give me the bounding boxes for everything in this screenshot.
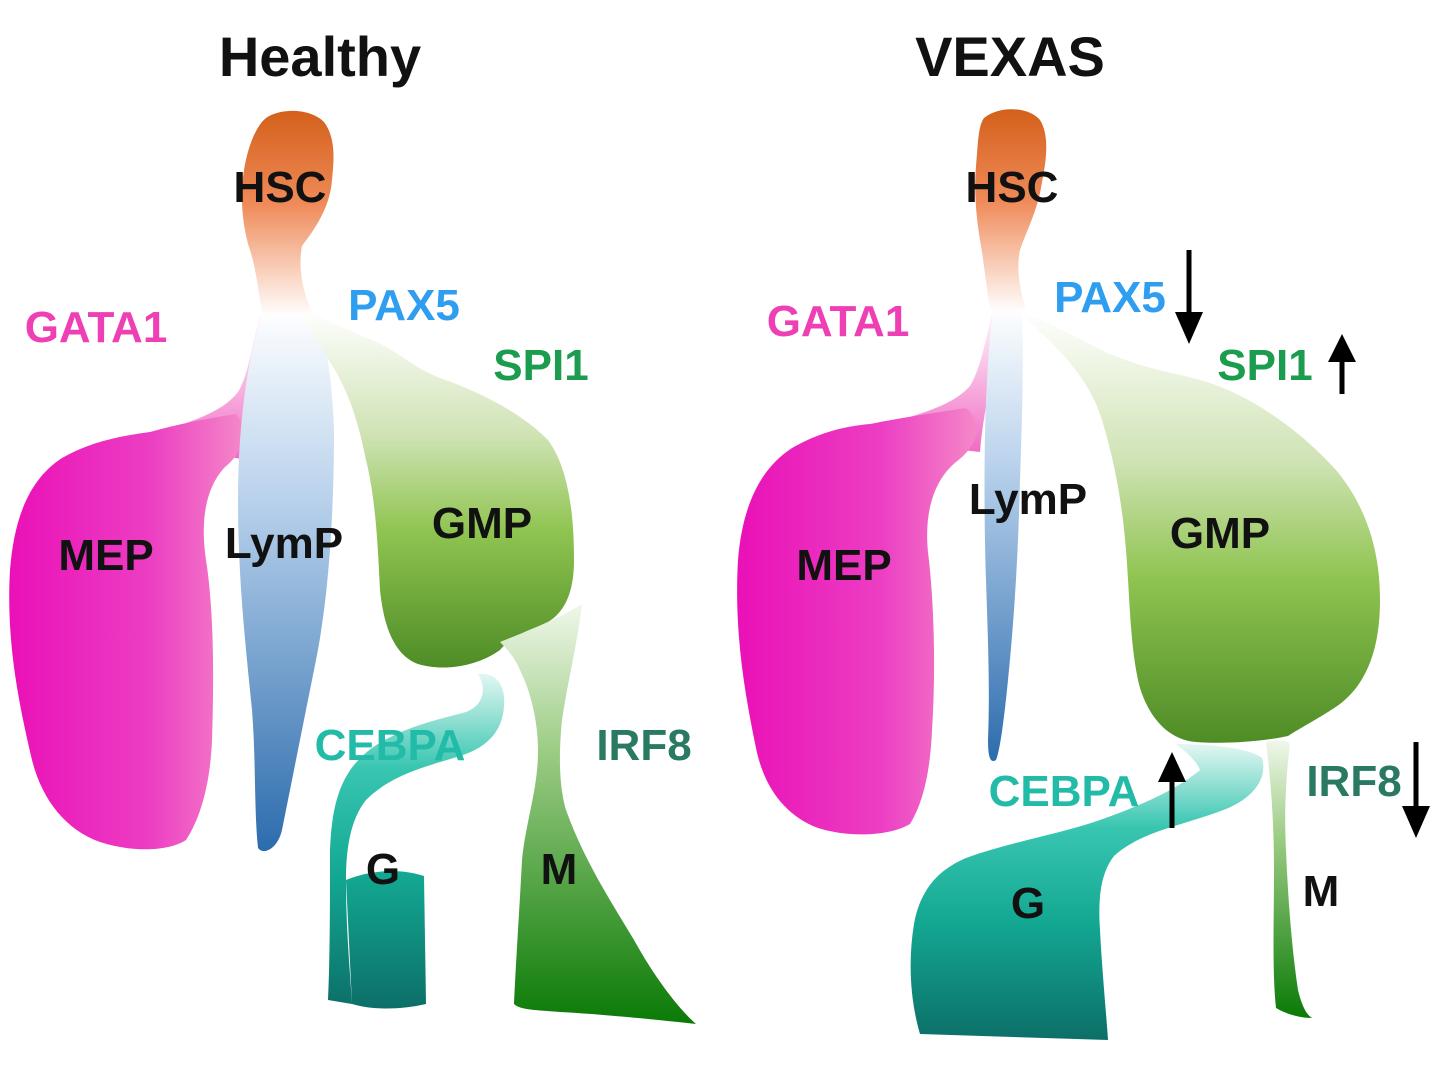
mep-region-vexas (737, 408, 977, 835)
m-region-vexas (1266, 740, 1312, 1018)
g-region-vexas (910, 744, 1264, 1040)
mep-label-vexas: MEP (796, 541, 891, 590)
pax5-label-vexas: PAX5 (1054, 273, 1166, 322)
panel-title-healthy: Healthy (219, 25, 421, 88)
panel-vexas: VEXAS HSC MEP LymP GMP G M GATA1 PAX5 SP… (737, 25, 1430, 1040)
m-label-vexas: M (1303, 867, 1340, 916)
gmp-region-healthy (300, 310, 574, 668)
lymp-label-healthy: LymP (225, 519, 343, 568)
g-label-healthy: G (366, 845, 400, 894)
spi1-up-arrow-icon (1328, 334, 1356, 394)
gmp-label-vexas: GMP (1170, 509, 1270, 558)
hsc-region-vexas (975, 109, 1047, 313)
hsc-label-healthy: HSC (234, 163, 327, 212)
m-label-healthy: M (541, 845, 578, 894)
lymp-region-healthy (238, 308, 334, 852)
cebpa-label-vexas: CEBPA (989, 767, 1140, 816)
pax5-label-healthy: PAX5 (348, 281, 460, 330)
gata1-label-healthy: GATA1 (25, 303, 168, 352)
lymp-region-vexas (984, 306, 1023, 762)
hsc-label-vexas: HSC (966, 163, 1059, 212)
gata1-label-vexas: GATA1 (767, 297, 910, 346)
irf8-down-arrow-icon (1402, 742, 1430, 838)
mep-region-healthy (9, 414, 244, 850)
cebpa-up-arrow-icon (1158, 752, 1186, 828)
gmp-region-vexas (1018, 310, 1380, 743)
gmp-label-healthy: GMP (432, 499, 532, 548)
pax5-down-arrow-icon (1175, 250, 1203, 344)
panel-title-vexas: VEXAS (915, 25, 1105, 88)
mep-label-healthy: MEP (58, 531, 153, 580)
spi1-label-healthy: SPI1 (493, 341, 588, 390)
spi1-label-vexas: SPI1 (1217, 341, 1312, 390)
irf8-label-healthy: IRF8 (596, 721, 691, 770)
lymp-label-vexas: LymP (969, 475, 1087, 524)
panel-healthy: Healthy HSC MEP LymP GMP G M GATA1 PAX5 … (9, 25, 696, 1024)
g-region-healthy (328, 673, 505, 1009)
hsc-region-healthy (241, 110, 334, 317)
m-region-healthy (500, 604, 696, 1024)
g-label-vexas: G (1011, 879, 1045, 928)
irf8-label-vexas: IRF8 (1306, 757, 1401, 806)
cebpa-label-healthy: CEBPA (315, 721, 466, 770)
